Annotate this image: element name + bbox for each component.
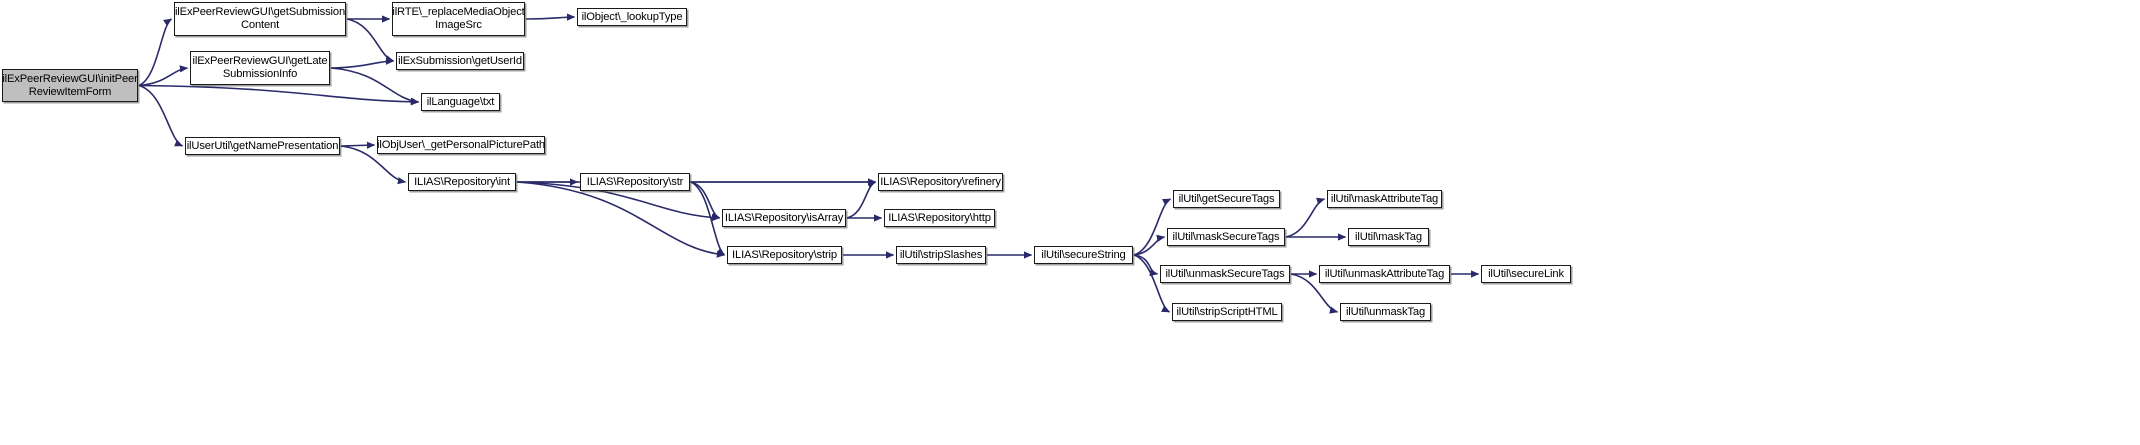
graph-node-stripSlashes[interactable]: ilUtil\stripSlashes (896, 246, 986, 264)
graph-node-label: ilExSubmission\getUserId (398, 54, 522, 67)
graph-edge-secureString-to-stripScriptHTML (1133, 254, 1171, 313)
graph-node-label: ilObject\_lookupType (581, 10, 683, 23)
graph-edge-initPeerReviewItemForm-to-getNamePresentation (138, 84, 184, 147)
graph-edge-maskSecureTags-to-maskAttributeTag (1285, 197, 1326, 238)
graph-node-label: ilUtil\secureString (1041, 248, 1126, 261)
graph-node-unmaskSecureTags[interactable]: ilUtil\unmaskSecureTags (1160, 265, 1290, 283)
graph-node-repoRefinery[interactable]: ILIAS\Repository\refinery (878, 173, 1003, 191)
graph-node-getNamePresentation[interactable]: ilUserUtil\getNamePresentation (185, 137, 340, 155)
graph-node-maskAttributeTag[interactable]: ilUtil\maskAttributeTag (1327, 190, 1442, 208)
graph-edge-repoInt-to-repoStrip (516, 181, 726, 258)
graph-edge-repoIsArray-to-repoRefinery (846, 181, 877, 219)
graph-edge-replaceMediaObjectImageSrc-to-lookupType (525, 13, 576, 21)
graph-node-label: ilUtil\stripScriptHTML (1176, 305, 1278, 318)
graph-node-unmaskTag[interactable]: ilUtil\unmaskTag (1340, 303, 1431, 321)
graph-node-label: ILIAS\Repository\int (414, 175, 510, 188)
graph-node-unmaskAttributeTag[interactable]: ilUtil\unmaskAttributeTag (1319, 265, 1450, 283)
graph-node-label: ilUserUtil\getNamePresentation (186, 139, 339, 152)
graph-edge-secureString-to-unmaskSecureTags (1133, 254, 1159, 277)
graph-node-label: ilExPeerReviewGUI\initPeer ReviewItemFor… (2, 72, 138, 98)
graph-node-secureLink[interactable]: ilUtil\secureLink (1481, 265, 1571, 283)
graph-node-label: ilUtil\unmaskSecureTags (1165, 267, 1285, 280)
graph-node-label: ILIAS\Repository\str (586, 175, 684, 188)
graph-node-lookupType[interactable]: ilObject\_lookupType (577, 8, 687, 26)
graph-node-getPersonalPicturePath[interactable]: ilObjUser\_getPersonalPicturePath (377, 136, 545, 154)
graph-edge-initPeerReviewItemForm-to-langTxt (138, 84, 420, 106)
graph-edge-getSubmissionContent-to-getUserId (346, 18, 395, 63)
graph-node-secureString[interactable]: ilUtil\secureString (1034, 246, 1133, 264)
graph-node-label: ilUtil\stripSlashes (899, 248, 983, 261)
graph-node-label: ilExPeerReviewGUI\getLate SubmissionInfo (192, 55, 328, 80)
graph-node-label: ilLanguage\txt (426, 95, 495, 108)
graph-node-maskTag[interactable]: ilUtil\maskTag (1348, 228, 1429, 246)
graph-node-stripScriptHTML[interactable]: ilUtil\stripScriptHTML (1172, 303, 1282, 321)
graph-node-label: ilUtil\maskSecureTags (1172, 230, 1280, 243)
graph-node-label: ilUtil\maskAttributeTag (1330, 192, 1439, 205)
graph-node-langTxt[interactable]: ilLanguage\txt (421, 93, 500, 111)
graph-node-label: ilRTE\_replaceMediaObject ImageSrc (392, 6, 525, 31)
graph-node-getSubmissionContent[interactable]: ilExPeerReviewGUI\getSubmission Content (174, 2, 346, 36)
graph-edge-repoStr-to-repoStrip (690, 181, 726, 256)
graph-node-label: ILIAS\Repository\isArray (724, 211, 844, 224)
graph-node-replaceMediaObjectImageSrc[interactable]: ilRTE\_replaceMediaObject ImageSrc (392, 2, 525, 36)
graph-node-label: ILIAS\Repository\http (888, 211, 991, 224)
graph-node-label: ILIAS\Repository\strip (732, 248, 837, 261)
graph-node-label: ilUtil\secureLink (1488, 267, 1564, 280)
graph-edge-getLateSubmissionInfo-to-getUserId (330, 57, 395, 69)
graph-node-repoHttp[interactable]: ILIAS\Repository\http (884, 209, 995, 227)
graph-edge-initPeerReviewItemForm-to-getSubmissionContent (138, 18, 173, 87)
graph-edge-getLateSubmissionInfo-to-langTxt (330, 67, 420, 105)
graph-node-label: ilUtil\maskTag (1355, 230, 1422, 243)
graph-node-label: ilExPeerReviewGUI\getSubmission Content (174, 6, 346, 31)
graph-edge-repoStr-to-repoIsArray (690, 181, 721, 219)
graph-node-getSecureTags[interactable]: ilUtil\getSecureTags (1173, 190, 1280, 208)
graph-edge-initPeerReviewItemForm-to-getLateSubmissionInfo (138, 65, 189, 87)
graph-node-initPeerReviewItemForm[interactable]: ilExPeerReviewGUI\initPeer ReviewItemFor… (2, 69, 138, 102)
graph-node-label: ilUtil\getSecureTags (1178, 192, 1275, 205)
graph-node-repoIsArray[interactable]: ILIAS\Repository\isArray (722, 209, 846, 227)
graph-edge-secureString-to-getSecureTags (1133, 198, 1172, 256)
graph-node-getUserId[interactable]: ilExSubmission\getUserId (396, 52, 524, 70)
graph-edge-getNamePresentation-to-getPersonalPicturePath (340, 141, 376, 149)
graph-edge-secureString-to-maskSecureTags (1133, 234, 1166, 256)
graph-node-maskSecureTags[interactable]: ilUtil\maskSecureTags (1167, 228, 1285, 246)
graph-node-repoStrip[interactable]: ILIAS\Repository\strip (727, 246, 842, 264)
graph-node-label: ilUtil\unmaskAttributeTag (1324, 267, 1445, 280)
graph-node-repoInt[interactable]: ILIAS\Repository\int (408, 173, 516, 191)
graph-node-label: ilObjUser\_getPersonalPicturePath (377, 138, 545, 151)
graph-node-getLateSubmissionInfo[interactable]: ilExPeerReviewGUI\getLate SubmissionInfo (190, 51, 330, 85)
graph-node-label: ilUtil\unmaskTag (1345, 305, 1426, 318)
graph-node-label: ILIAS\Repository\refinery (880, 175, 1001, 188)
graph-node-repoStr[interactable]: ILIAS\Repository\str (580, 173, 690, 191)
